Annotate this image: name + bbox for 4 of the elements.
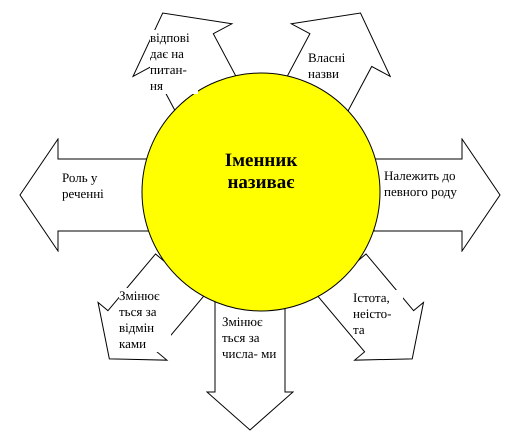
arrow-text: Змінює ться за відмін ками [118, 288, 171, 352]
circle-title: Іменник називає [224, 150, 298, 194]
arrow-text: відпові дає на питан- ня [150, 30, 198, 94]
arrow-text: Істота, неісто- та [352, 290, 403, 338]
